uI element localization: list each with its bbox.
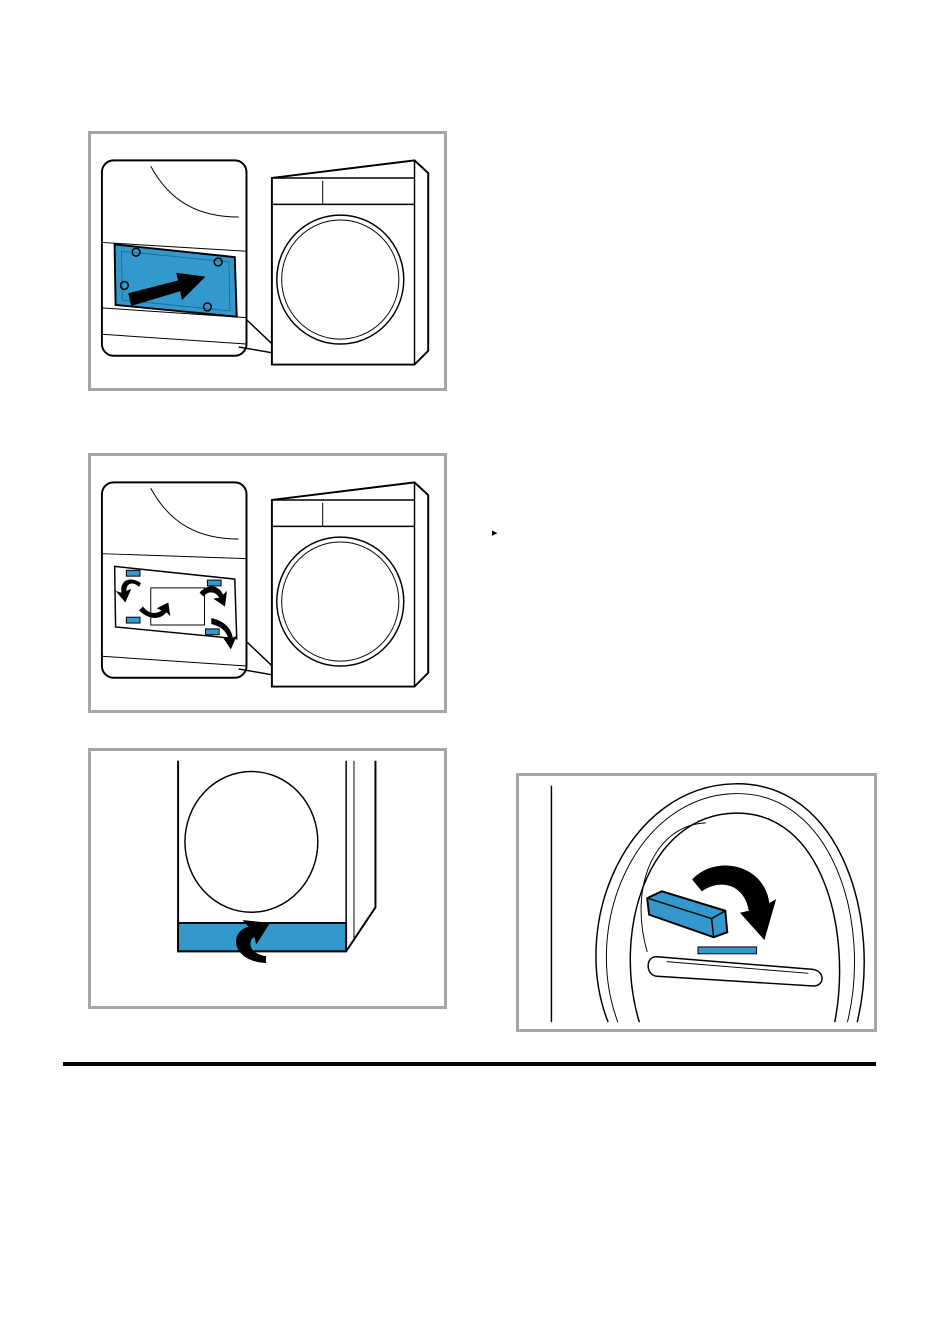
dryer-base-panel-illustration — [91, 751, 444, 1006]
dryer-cover-insert-illustration — [91, 134, 444, 388]
section-divider — [63, 1062, 876, 1066]
dryer-clips-rotate-illustration — [91, 456, 444, 710]
figure-turn-handle — [516, 773, 877, 1032]
figure-flip-up-panel — [88, 748, 447, 1009]
figure-rotate-clips — [88, 453, 447, 713]
step-bullet: ▸ — [492, 527, 498, 539]
dryer-drum-handle-illustration — [519, 776, 874, 1029]
figure-insert-cover — [88, 131, 447, 391]
